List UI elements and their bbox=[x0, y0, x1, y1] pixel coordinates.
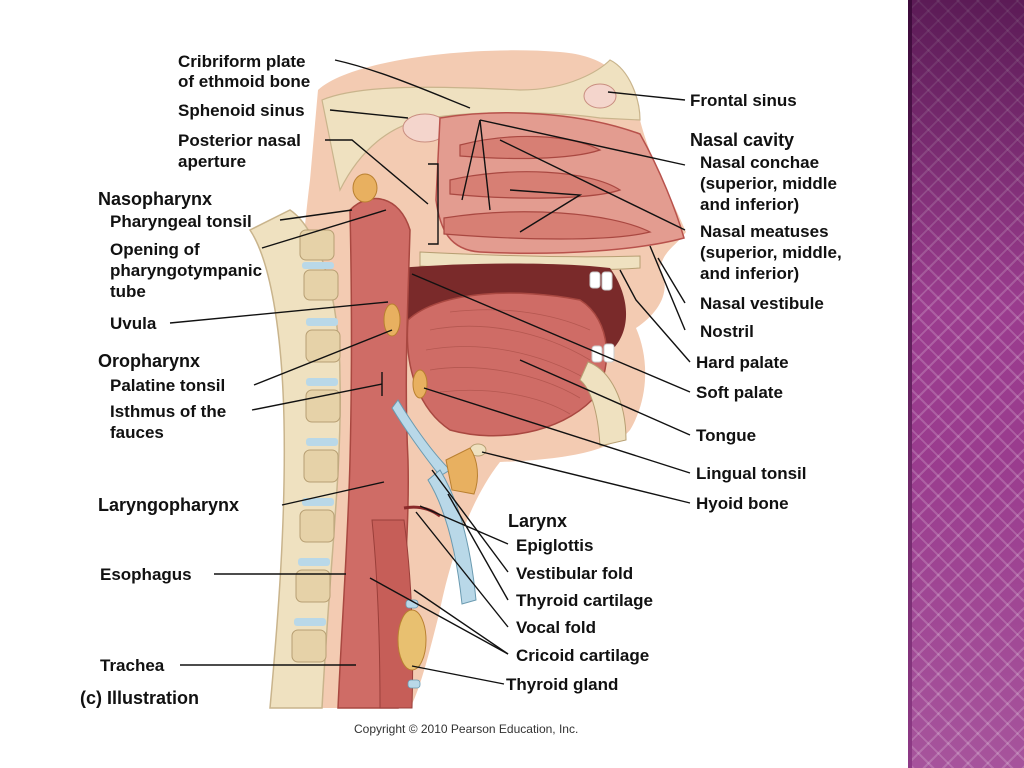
palatine-tonsil-shape bbox=[383, 303, 401, 337]
thyroid-gland-shape bbox=[397, 609, 427, 671]
heading-laryngopharynx: Laryngopharynx bbox=[98, 495, 239, 515]
label-opening-line2: pharyngotympanic bbox=[110, 261, 262, 280]
label-conchae-line1: Nasal conchae bbox=[700, 153, 819, 172]
label-cricoid-cartilage: Cricoid cartilage bbox=[516, 646, 649, 665]
label-trachea: Trachea bbox=[100, 656, 165, 675]
label-opening-line3: tube bbox=[110, 282, 146, 301]
lingual-tonsil-shape bbox=[412, 369, 428, 399]
label-conchae-line3: and inferior) bbox=[700, 195, 799, 214]
label-esophagus: Esophagus bbox=[100, 565, 192, 584]
label-epiglottis: Epiglottis bbox=[516, 536, 593, 555]
label-nasal-vestibule: Nasal vestibule bbox=[700, 294, 824, 313]
teeth bbox=[589, 271, 615, 363]
label-illustration: (c) Illustration bbox=[80, 688, 199, 708]
label-hyoid-bone: Hyoid bone bbox=[696, 494, 789, 513]
intervertebral-discs bbox=[294, 262, 338, 626]
label-opening-line1: Opening of bbox=[110, 240, 200, 259]
respiratory-anatomy-diagram: Cribriform plate of ethmoid bone Sphenoi… bbox=[80, 50, 842, 709]
label-soft-palate: Soft palate bbox=[696, 383, 783, 402]
label-tongue: Tongue bbox=[696, 426, 756, 445]
label-sphenoid-sinus: Sphenoid sinus bbox=[178, 101, 305, 120]
frontal-sinus-shape bbox=[583, 83, 617, 109]
label-thyroid-gland: Thyroid gland bbox=[506, 675, 618, 694]
label-nostril: Nostril bbox=[700, 322, 754, 341]
label-palatine-tonsil: Palatine tonsil bbox=[110, 376, 225, 395]
side-panel-divider bbox=[908, 0, 912, 768]
label-vocal-fold: Vocal fold bbox=[516, 618, 596, 637]
label-cribriform-line2: of ethmoid bone bbox=[178, 72, 310, 91]
thyroid-cartilage-shape bbox=[427, 469, 477, 605]
label-pharyngeal-tonsil: Pharyngeal tonsil bbox=[110, 212, 252, 231]
label-isthmus-line2: fauces bbox=[110, 423, 164, 442]
label-conchae-line2: (superior, middle bbox=[700, 174, 837, 193]
label-uvula: Uvula bbox=[110, 314, 157, 333]
mandible-shape bbox=[579, 361, 627, 447]
label-posterior-nasal-line2: aperture bbox=[178, 152, 246, 171]
label-meatuses-line1: Nasal meatuses bbox=[700, 222, 829, 241]
anatomy-illustration bbox=[248, 50, 686, 709]
copyright-notice: Copyright © 2010 Pearson Education, Inc. bbox=[354, 722, 579, 736]
labels-right: Frontal sinus Nasal cavity Nasal conchae… bbox=[506, 91, 842, 694]
decorative-side-panel bbox=[912, 0, 1024, 768]
label-posterior-nasal-line1: Posterior nasal bbox=[178, 131, 301, 150]
heading-larynx: Larynx bbox=[508, 511, 567, 531]
label-isthmus-line1: Isthmus of the bbox=[110, 402, 226, 421]
label-lingual-tonsil: Lingual tonsil bbox=[696, 464, 807, 483]
labels-left: Cribriform plate of ethmoid bone Sphenoi… bbox=[80, 52, 310, 708]
leader-lines bbox=[169, 59, 691, 685]
heading-nasopharynx: Nasopharynx bbox=[98, 189, 212, 209]
label-meatuses-line3: and inferior) bbox=[700, 264, 799, 283]
label-meatuses-line2: (superior, middle, bbox=[700, 243, 842, 262]
label-cribriform-line1: Cribriform plate bbox=[178, 52, 306, 71]
heading-nasal-cavity: Nasal cavity bbox=[690, 130, 794, 150]
tongue-fibers bbox=[425, 309, 591, 415]
label-hard-palate: Hard palate bbox=[696, 353, 789, 372]
label-frontal-sinus: Frontal sinus bbox=[690, 91, 797, 110]
heading-oropharynx: Oropharynx bbox=[98, 351, 200, 371]
larynx-fat-shape bbox=[445, 447, 478, 495]
label-thyroid-cartilage: Thyroid cartilage bbox=[516, 591, 653, 610]
label-vestibular-fold: Vestibular fold bbox=[516, 564, 633, 583]
pharyngeal-tonsil-shape bbox=[352, 173, 378, 203]
